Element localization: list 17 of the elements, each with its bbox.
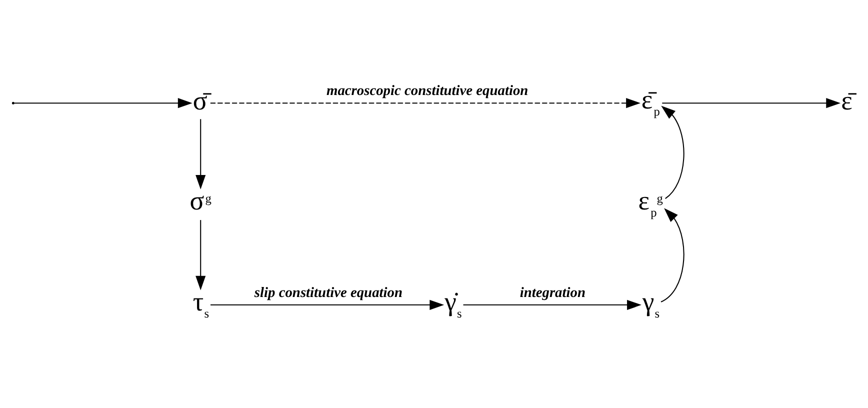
node-text: γ̇$_{s}$: [444, 286, 462, 320]
node-text: σ$^{g}$: [190, 185, 212, 216]
arrow: [463, 300, 642, 310]
edge-label: integration: [520, 284, 586, 301]
arrow: [660, 208, 684, 302]
arrow: [196, 119, 206, 190]
arrow: [14, 98, 192, 108]
arrow: [210, 98, 640, 108]
node-text: γ$_{s}$: [642, 286, 660, 320]
arrow: [661, 106, 684, 199]
edge-label: macroscopic constitutive equation: [326, 83, 528, 100]
edge-label: slip constitutive equation: [254, 284, 403, 301]
node-text: ε̄$_{p}$: [641, 84, 660, 119]
node-text: τ$_{s}$: [192, 286, 210, 320]
arrow: [210, 300, 444, 310]
arrow: [662, 98, 841, 108]
arrow: [196, 220, 206, 290]
